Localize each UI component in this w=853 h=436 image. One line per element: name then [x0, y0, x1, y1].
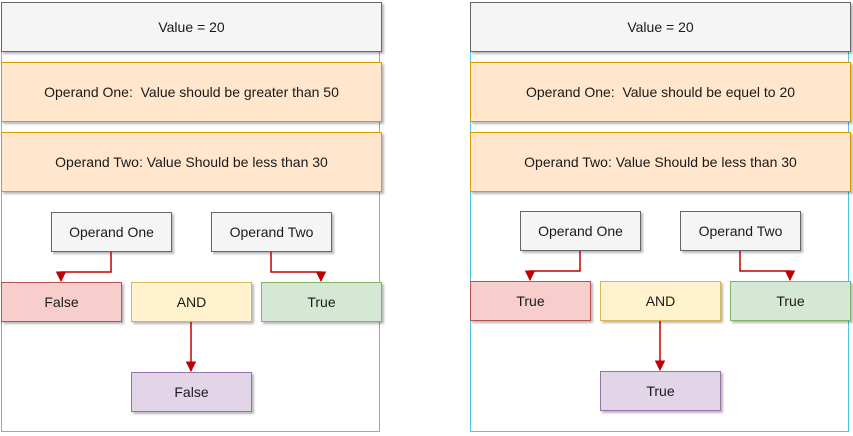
diagram-left: Value = 20 Operand One: Value should be …	[0, 0, 383, 436]
value-label: Value = 20	[627, 19, 694, 35]
value-box: Value = 20	[470, 2, 851, 52]
diagram-right: Value = 20 Operand One: Value should be …	[469, 0, 852, 436]
final-result: False	[174, 384, 209, 400]
operand-one-label: Operand One	[69, 224, 154, 240]
operator-label: AND	[176, 294, 207, 310]
operand-one-node: Operand One	[520, 211, 641, 251]
value-label: Value = 20	[158, 19, 225, 35]
operand-two-rule-box: Operand Two: Value Should be less than 3…	[470, 132, 851, 192]
operand-two-node: Operand Two	[680, 211, 801, 251]
operand-two-result: True	[307, 294, 336, 310]
operand-two-rule-text: Operand Two: Value Should be less than 3…	[524, 154, 797, 170]
value-box: Value = 20	[1, 2, 382, 52]
final-result: True	[646, 383, 675, 399]
operand-two-label: Operand Two	[229, 224, 314, 240]
operand-one-result: True	[516, 293, 545, 309]
operator-node: AND	[131, 282, 252, 322]
operand-two-rule-box: Operand Two: Value Should be less than 3…	[1, 132, 382, 192]
operand-two-result: True	[776, 293, 805, 309]
operand-one-node: Operand One	[51, 212, 172, 252]
operand-two-label: Operand Two	[698, 223, 783, 239]
operator-node: AND	[600, 281, 721, 321]
final-result-node: True	[600, 371, 721, 411]
operand-two-result-node: True	[261, 282, 382, 322]
operand-one-rule-text: Operand One: Value should be greater tha…	[44, 84, 339, 100]
operand-two-node: Operand Two	[211, 212, 332, 252]
operand-one-result: False	[44, 294, 79, 310]
operand-two-result-node: True	[730, 281, 851, 321]
operand-one-rule-box: Operand One: Value should be equel to 20	[470, 62, 851, 122]
arrow-operand-two-to-result	[270, 252, 327, 283]
operand-one-label: Operand One	[538, 223, 623, 239]
operator-label: AND	[645, 293, 676, 309]
final-result-node: False	[131, 372, 252, 412]
connector-arrows	[524, 251, 796, 372]
operand-one-result-node: False	[1, 282, 122, 322]
operand-one-rule-box: Operand One: Value should be greater tha…	[1, 62, 382, 122]
arrow-operand-one-to-result	[524, 251, 581, 282]
operand-two-rule-text: Operand Two: Value Should be less than 3…	[55, 154, 328, 170]
operand-one-rule-text: Operand One: Value should be equel to 20	[525, 84, 796, 100]
arrow-operand-two-to-result	[739, 251, 796, 282]
operand-one-result-node: True	[470, 281, 591, 321]
connector-arrows	[55, 252, 327, 373]
arrow-operand-one-to-result	[55, 252, 112, 283]
